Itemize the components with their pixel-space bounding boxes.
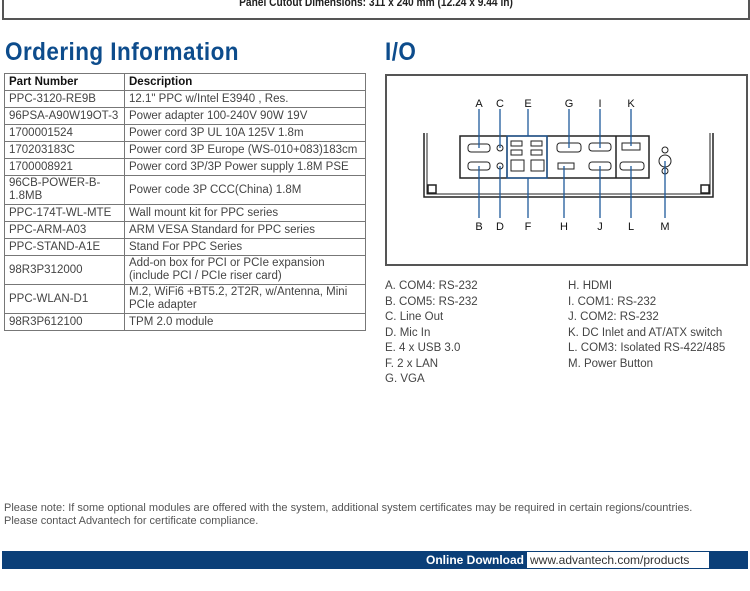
io-title: I/O — [385, 38, 417, 66]
legend-item: G. VGA — [385, 373, 425, 385]
part-number-cell: PPC-174T-WL-MTE — [4, 204, 125, 222]
description-cell: Power cord 3P/3P Power supply 1.8M PSE — [124, 158, 366, 176]
part-number-cell: PPC-3120-RE9B — [4, 90, 125, 108]
legend-item: I. COM1: RS-232 — [568, 295, 657, 308]
legend-item: K. DC Inlet and AT/ATX switch — [568, 326, 723, 339]
callout-label-a: A — [475, 98, 483, 110]
callout-label-k: K — [627, 98, 635, 110]
description-cell: Power cord 3P Europe (WS-010+083)183cm — [124, 141, 366, 159]
panel-cutout-box: Panel Cutout Dimensions: 311 x 240 mm (1… — [2, 0, 750, 20]
callout-lines — [478, 109, 666, 218]
callout-label-j: J — [597, 221, 603, 233]
callout-label-m: M — [660, 221, 669, 233]
legend-item: C. Line Out — [385, 311, 444, 323]
legend-item: E. 4 x USB 3.0 — [385, 342, 461, 354]
online-download-bar: Online Download www.advantech.com/produc… — [2, 551, 748, 569]
callout-label-e: E — [524, 98, 531, 110]
legend-item: B. COM5: RS-232 — [385, 295, 478, 308]
description-cell: Power cord 3P UL 10A 125V 1.8m — [124, 124, 366, 142]
part-number-cell: PPC-WLAN-D1 — [4, 284, 125, 314]
legend-item: F. 2 x LAN — [385, 357, 439, 370]
legend-item: J. COM2: RS-232 — [568, 311, 659, 323]
note-line-1: Please note: If some optional modules ar… — [4, 502, 693, 514]
description-cell: Wall mount kit for PPC series — [124, 204, 366, 222]
part-number-cell: 98R3P312000 — [4, 255, 125, 285]
legend-left: A. COM4: RS-232 B. COM5: RS-232 C. Line Ou… — [385, 279, 478, 388]
part-number-cell: 170203183C — [4, 141, 125, 159]
callout-label-c: C — [496, 98, 504, 110]
callout-label-i: I — [598, 98, 601, 110]
legend-item: L. COM3: Isolated RS-422/485 — [568, 342, 726, 354]
part-number-cell: 96PSA-A90W19OT-3 — [4, 107, 125, 125]
note-line-2: Please contact Advantech for certificate… — [4, 515, 259, 527]
panel-cutout-text: Panel Cutout Dimensions: 311 x 240 mm (1… — [239, 0, 513, 9]
part-number-cell: 96CB-POWER-B-1.8MB — [4, 175, 125, 205]
io-diagram: A C E G I K B D F H J L M — [385, 74, 748, 266]
callout-label-h: H — [560, 221, 568, 233]
part-number-cell: PPC-ARM-A03 — [4, 221, 125, 239]
callout-label-b: B — [475, 221, 482, 233]
callout-label-f: F — [525, 221, 532, 233]
header-part-number: Part Number — [4, 73, 125, 91]
ordering-title: Ordering Information — [5, 38, 239, 66]
table-header: Part Number Description — [4, 73, 366, 91]
part-number-cell: 1700001524 — [4, 124, 125, 142]
legend-item: M. Power Button — [568, 357, 654, 370]
online-download-link[interactable]: www.advantech.com/products — [527, 552, 709, 568]
io-diagram-svg: A C E G I K B D F H J L M — [423, 98, 714, 233]
description-cell: 12.1" PPC w/Intel E3940 , Res. — [124, 90, 366, 108]
certificate-note: Please note: If some optional modules ar… — [4, 502, 692, 528]
header-description: Description — [124, 73, 366, 91]
online-download-label: Online Download — [426, 553, 524, 567]
description-cell: M.2, WiFi6 +BT5.2, 2T2R, w/Antenna, Mini… — [124, 284, 366, 314]
description-cell: ARM VESA Standard for PPC series — [124, 221, 366, 239]
description-cell: TPM 2.0 module — [124, 313, 366, 331]
callout-label-l: L — [628, 221, 634, 233]
legend-item: D. Mic In — [385, 326, 431, 339]
description-cell: Power adapter 100-240V 90W 19V — [124, 107, 366, 125]
part-number-cell: 1700008921 — [4, 158, 125, 176]
legend-right: H. HDMI I. COM1: RS-232 J. COM2: RS-232 K. … — [568, 279, 725, 372]
chassis-outline — [423, 133, 714, 198]
description-cell: Stand For PPC Series — [124, 238, 366, 256]
part-number-cell: PPC-STAND-A1E — [4, 238, 125, 256]
callout-label-d: D — [496, 221, 504, 233]
description-cell: Power code 3P CCC(China) 1.8M — [124, 175, 366, 205]
callout-label-g: G — [565, 98, 574, 110]
part-number-cell: 98R3P612100 — [4, 313, 125, 331]
legend-item: H. HDMI — [568, 280, 613, 292]
legend-item: A. COM4: RS-232 — [385, 280, 478, 292]
description-cell: Add-on box for PCI or PCIe expansion (in… — [124, 255, 366, 285]
